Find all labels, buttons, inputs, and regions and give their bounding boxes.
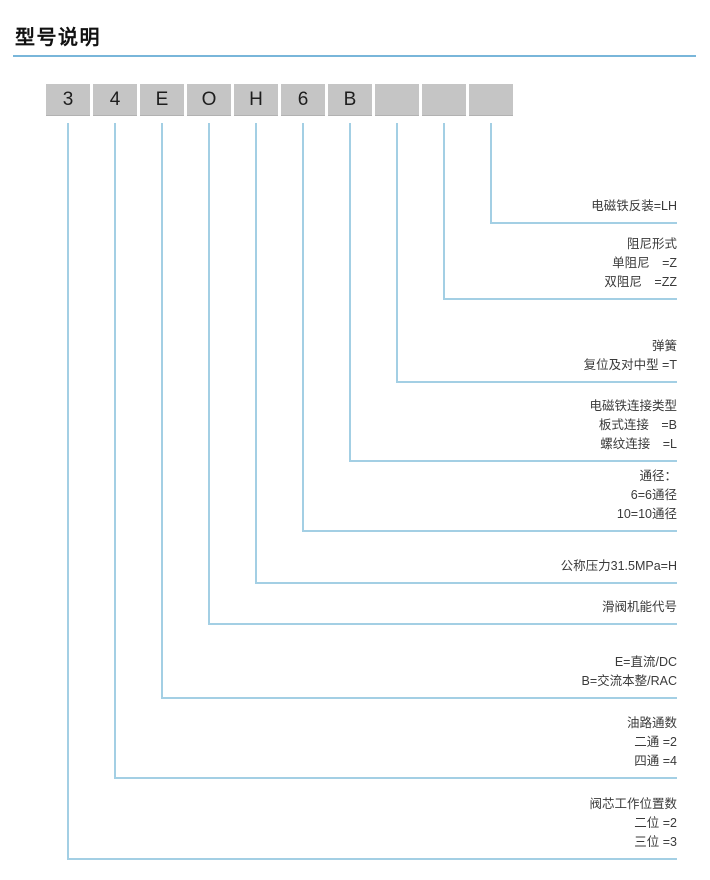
connector-hline-spring-type: [396, 381, 677, 383]
connector-hline-solenoid-connection-type: [349, 460, 677, 462]
legend-label-line: 四通 =4: [634, 754, 677, 768]
legend-label-nominal-pressure: 公称压力31.5MPa=H: [561, 557, 677, 576]
connector-vline-damping-type: [443, 123, 445, 298]
connector-hline-spool-working-positions: [67, 858, 677, 860]
connector-hline-oil-circuit-ways: [114, 777, 677, 779]
legend-label-line: 二位 =2: [634, 816, 677, 830]
legend-label-solenoid-reverse-mounting: 电磁铁反装=LH: [591, 197, 677, 216]
connector-hline-current-type: [161, 697, 677, 699]
legend-label-line: 电磁铁反装=LH: [591, 199, 677, 213]
model-code-box-9: [422, 84, 466, 116]
legend-label-spring-type: 弹簧复位及对中型 =T: [584, 337, 677, 375]
connector-vline-spool-working-positions: [67, 123, 69, 858]
connector-vline-current-type: [161, 123, 163, 697]
legend-label-line: E=直流/DC: [614, 655, 677, 669]
page-title: 型号说明: [15, 25, 101, 49]
model-code-box-6: 6: [281, 84, 325, 116]
connector-vline-spool-function-code: [208, 123, 210, 623]
model-code-box-4: O: [187, 84, 231, 116]
legend-label-line: 螺纹连接 =L: [600, 437, 677, 451]
legend-label-line: 单阻尼 =Z: [612, 256, 677, 270]
legend-label-line: 二通 =2: [634, 735, 677, 749]
model-code-box-3: E: [140, 84, 184, 116]
legend-label-spool-working-positions: 阀芯工作位置数二位 =2 三位 =3: [589, 795, 677, 852]
connector-vline-nominal-diameter: [302, 123, 304, 530]
connector-vline-spring-type: [396, 123, 398, 381]
legend-label-spool-function-code: 滑阀机能代号: [602, 598, 677, 617]
legend-label-nominal-diameter: 通径： 6=6通径 10=10通径: [617, 467, 677, 524]
legend-label-line: 滑阀机能代号: [601, 600, 677, 614]
connector-vline-oil-circuit-ways: [114, 123, 116, 777]
legend-label-line: 三位 =3: [634, 835, 677, 849]
legend-label-solenoid-connection-type: 电磁铁连接类型板式连接 =B 螺纹连接 =L: [589, 397, 677, 454]
legend-label-line: 弹簧: [651, 339, 677, 353]
model-code-box-1: 3: [46, 84, 90, 116]
connector-hline-nominal-diameter: [302, 530, 677, 532]
connector-vline-solenoid-connection-type: [349, 123, 351, 460]
legend-label-line: 板式连接 =B: [598, 418, 677, 432]
legend-label-line: 通径：: [639, 469, 677, 483]
connector-hline-nominal-pressure: [255, 582, 677, 584]
legend-label-line: 复位及对中型 =T: [583, 358, 677, 372]
model-code-box-2: 4: [93, 84, 137, 116]
connector-hline-solenoid-reverse-mounting: [490, 222, 677, 224]
legend-label-line: 10=10通径: [616, 507, 677, 521]
connector-vline-solenoid-reverse-mounting: [490, 123, 492, 222]
connector-vline-nominal-pressure: [255, 123, 257, 582]
legend-label-line: 公称压力31.5MPa=H: [560, 559, 677, 573]
legend-label-line: 阀芯工作位置数: [589, 797, 677, 811]
legend-label-damping-type: 阻尼形式单阻尼 =Z 双阻尼 =ZZ: [604, 235, 677, 292]
model-code-box-5: H: [234, 84, 278, 116]
legend-label-line: 双阻尼 =ZZ: [604, 275, 677, 289]
legend-label-line: 阻尼形式: [626, 237, 677, 251]
connector-hline-spool-function-code: [208, 623, 677, 625]
model-code-box-7: B: [328, 84, 372, 116]
legend-label-oil-circuit-ways: 油路通数二通 =2 四通 =4: [627, 714, 677, 771]
model-code-box-8: [375, 84, 419, 116]
legend-label-current-type: E=直流/DC B=交流本整/RAC: [581, 653, 677, 691]
legend-label-line: B=交流本整/RAC: [581, 674, 677, 688]
legend-label-line: 电磁铁连接类型: [589, 399, 677, 413]
connector-hline-damping-type: [443, 298, 677, 300]
model-code-box-10: [469, 84, 513, 116]
legend-label-line: 6=6通径: [630, 488, 677, 502]
title-underline: [13, 55, 696, 57]
legend-label-line: 油路通数: [626, 716, 677, 730]
